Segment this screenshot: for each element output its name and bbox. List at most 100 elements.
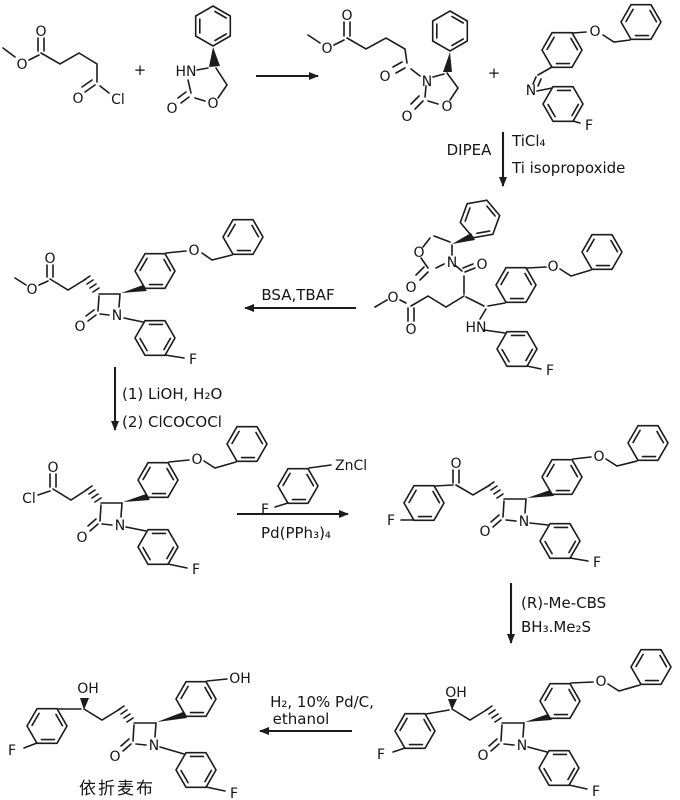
atom-label-o: O	[441, 99, 452, 115]
stereo-wedge	[525, 714, 552, 722]
stereo-wedge	[443, 52, 452, 72]
atom-label-oh: OH	[77, 681, 99, 697]
atom-label-n: N	[115, 518, 125, 534]
atom-label-f: F	[592, 784, 600, 800]
step3-conditions: (1) LiOH, H₂O (2) ClCOCOCl	[111, 367, 222, 431]
atom-label-o: O	[207, 96, 218, 112]
atom-label-zncl: ZnCl	[335, 458, 367, 474]
stereo-wedge-oh	[80, 698, 89, 710]
reagent-pd-catalyst: Pd(PPh₃)₄	[261, 524, 331, 542]
structure-ketone-lactam: F O O N O F	[387, 416, 674, 571]
bonds	[374, 193, 628, 376]
step5-conditions: (R)-Me-CBS BH₃.Me₂S	[507, 583, 606, 644]
atom-label-o: O	[413, 245, 424, 261]
stereo-wedge	[527, 490, 554, 498]
atom-label-o: O	[476, 257, 487, 273]
atom-label-n: N	[517, 738, 527, 754]
hash-bond	[117, 705, 134, 723]
atom-label-f: F	[8, 743, 16, 759]
atom-label-n: N	[422, 74, 432, 90]
atom-label-o: O	[387, 290, 398, 306]
hash-bond	[485, 705, 502, 723]
atom-label-o: O	[401, 109, 412, 125]
bonds	[389, 640, 677, 795]
atom-label-f: F	[546, 363, 554, 379]
bonds	[14, 210, 269, 365]
structure-benzyl-ether-alcohol: OH F O N O F	[377, 640, 677, 800]
hash-bond	[487, 481, 504, 499]
structure-acyl-oxazolidinone: O O O N O O	[307, 8, 469, 125]
atom-label-o: O	[477, 748, 488, 764]
product-name-ezetimibe: 依折麦布	[79, 779, 155, 799]
atom-label-o: O	[47, 460, 58, 476]
plus-sign: +	[134, 61, 147, 79]
reagent-hydrogenation: H₂, 10% Pd/C,	[270, 693, 374, 711]
atom-label-f: F	[261, 502, 269, 518]
atom-label-o: O	[76, 530, 87, 546]
atom-label-n: N	[149, 738, 159, 754]
reagent-cbs: (R)-Me-CBS	[521, 594, 606, 612]
stereo-wedge	[123, 494, 150, 502]
stereo-wedge	[121, 285, 147, 293]
atom-label-n: N	[112, 308, 122, 324]
bonds	[37, 417, 273, 574]
atom-label-f: F	[585, 118, 593, 134]
atom-label-n: N	[519, 514, 529, 530]
atom-label-cl: Cl	[22, 491, 36, 507]
stereo-wedge	[157, 712, 187, 722]
atom-label-o: O	[72, 91, 83, 107]
atom-label-n: N	[526, 83, 536, 99]
atom-label-o: O	[405, 280, 416, 296]
atom-label-n: N	[447, 255, 457, 271]
stereo-wedge-oh	[448, 699, 457, 710]
atom-label-o: O	[44, 251, 55, 267]
plus-sign: +	[488, 64, 501, 82]
reagent-ti-isopropoxide: Ti isopropoxide	[511, 159, 625, 177]
bonds	[398, 416, 674, 568]
atom-label-o: O	[188, 243, 199, 259]
atom-label-f: F	[230, 786, 238, 800]
atom-label-o: O	[405, 322, 416, 338]
structure-methyl-glutaryl-chloride: O O O Cl	[2, 24, 125, 108]
atom-label-f: F	[189, 352, 197, 368]
structure-ezetimibe: OH F O N OH F 依折麦布	[8, 671, 251, 800]
reagent-oxalyl-chloride: (2) ClCOCOCl	[122, 413, 222, 431]
atom-label-o: O	[341, 8, 352, 24]
bonds	[272, 459, 332, 513]
reagent-lioh: (1) LiOH, H₂O	[122, 385, 222, 403]
atom-label-f: F	[192, 562, 200, 578]
atom-label-cl: Cl	[111, 92, 125, 108]
structure-fluorophenylzinc-chloride: ZnCl F	[261, 458, 367, 518]
step2-conditions: BSA,TBAF	[244, 286, 356, 312]
atom-label-o: O	[593, 449, 604, 465]
atom-label-f: F	[593, 555, 601, 571]
step4-conditions: Pd(PPh₃)₄	[237, 510, 349, 542]
atom-label-o: O	[589, 24, 600, 40]
bonds	[307, 10, 469, 110]
atom-label-f: F	[387, 513, 395, 529]
atom-label-o: O	[479, 524, 490, 540]
reagent-bsa-tbaf: BSA,TBAF	[261, 286, 334, 304]
atom-label-oh: OH	[229, 671, 251, 687]
bonds	[532, 0, 667, 131]
bonds	[21, 672, 228, 797]
reagent-ticl4: TiCl₄	[511, 132, 546, 150]
structure-lactam-methyl-ester: O O O N O F	[14, 210, 269, 368]
atom-label-hn: HN	[176, 64, 197, 80]
bonds	[2, 37, 110, 94]
bonds	[177, 5, 232, 104]
atom-label-o: O	[26, 282, 37, 298]
structure-mannich-adduct: O N O O O O O HN F	[374, 193, 628, 379]
atom-label-o: O	[547, 259, 558, 275]
atom-label-o: O	[109, 749, 120, 765]
atom-label-hn: HN	[466, 320, 487, 336]
atom-label-o: O	[379, 69, 390, 85]
atom-label-oh: OH	[445, 685, 467, 701]
step1-conditions: DIPEA TiCl₄ Ti isopropoxide	[447, 132, 625, 187]
stereo-wedge	[209, 47, 220, 67]
atom-label-o: O	[74, 319, 85, 335]
structure-phenyloxazolidinone: HN O O	[166, 5, 232, 117]
atom-label-o: O	[595, 674, 606, 690]
